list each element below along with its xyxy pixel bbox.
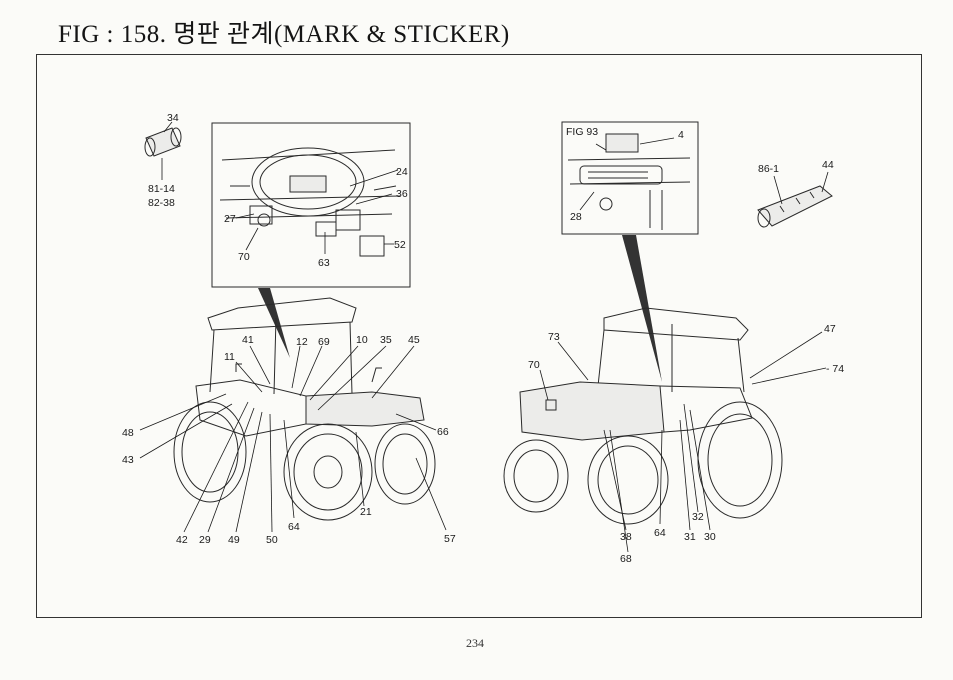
callout-70-right: 70 [528,359,540,371]
callout-12: 12 [296,336,308,348]
callout-68: 68 [620,553,632,565]
callout-70-inset: 70 [238,251,250,263]
left-tractor-drawing [173,297,436,521]
callout-41: 41 [242,334,254,346]
callout-fig93: FIG 93 [566,126,598,138]
callout-31: 31 [684,531,696,543]
callout-52: 52 [394,239,406,251]
callout-30: 30 [704,531,716,543]
right-tractor-drawing [503,307,783,525]
callout-47: 47 [824,323,836,335]
leader-lines [139,331,827,553]
callout-labels: 34 81-14 82-38 24 36 27 70 63 52 41 12 6… [122,112,844,565]
page-number: 234 [466,636,484,650]
callout-73: 73 [548,331,560,343]
callout-82-38: 82-38 [148,197,175,209]
callout-74: - 74 [826,363,844,375]
callout-32: 32 [692,511,704,523]
callout-4: 4 [678,129,684,141]
callout-10: 10 [356,334,368,346]
callout-27: 27 [224,213,236,225]
callout-57: 57 [444,533,456,545]
callout-42: 42 [176,534,188,546]
callout-44: 44 [822,159,834,171]
callout-35: 35 [380,334,392,346]
callout-81-14: 81-14 [148,183,175,195]
callout-34: 34 [167,112,179,124]
callout-64-right: 64 [654,527,666,539]
callout-38: 38 [620,531,632,543]
callout-36: 36 [396,188,408,200]
callout-48: 48 [122,427,134,439]
callout-63: 63 [318,257,330,269]
callout-50: 50 [266,534,278,546]
diagram-frame [36,54,922,618]
callout-69: 69 [318,336,330,348]
callout-24: 24 [396,166,408,178]
callout-64-left: 64 [288,521,300,533]
callout-49: 49 [228,534,240,546]
callout-66: 66 [437,426,449,438]
callout-21: 21 [360,506,372,518]
rear-inset [561,121,699,382]
part-34-drawing [144,121,182,180]
page-title: FIG : 158. 명판 관계(MARK & STICKER) [58,21,510,48]
callout-28: 28 [570,211,582,223]
part-86-1-drawing [757,171,833,228]
callout-45: 45 [408,334,420,346]
callout-43: 43 [122,454,134,466]
callout-29: 29 [199,534,211,546]
callout-86-1: 86-1 [758,163,779,175]
dashboard-inset [211,122,411,358]
callout-11: 11 [224,351,235,363]
